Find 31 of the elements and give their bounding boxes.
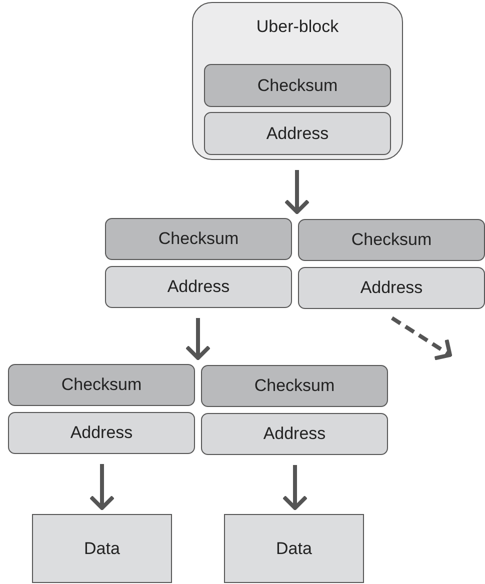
field-label: Data (84, 538, 120, 558)
address-field (204, 112, 391, 155)
dashed-arrow (390, 316, 452, 360)
field-label: Address (266, 124, 329, 144)
uber-block-box (192, 2, 403, 160)
field-label: Data (276, 538, 312, 558)
field-label: Checksum (257, 76, 338, 96)
arrow (284, 170, 310, 214)
block-title: Uber-block (255, 17, 340, 37)
field-label: Address (263, 424, 326, 444)
checksum-field (201, 365, 388, 407)
data-block (224, 514, 364, 583)
field-label: Checksum (351, 230, 432, 250)
field-label: Checksum (61, 375, 142, 395)
arrow (89, 464, 115, 510)
address-field (105, 266, 292, 308)
field-label: Address (70, 423, 133, 443)
arrow (282, 465, 308, 510)
checksum-field (105, 218, 292, 260)
address-field (8, 412, 195, 454)
address-field (298, 267, 485, 309)
field-label: Checksum (254, 376, 335, 396)
field-label: Address (360, 278, 423, 298)
arrow (185, 318, 211, 360)
field-label: Checksum (158, 229, 239, 249)
checksum-field (298, 219, 485, 261)
checksum-field (204, 64, 391, 107)
data-block (32, 514, 172, 583)
address-field (201, 413, 388, 455)
field-label: Address (167, 277, 230, 297)
checksum-field (8, 364, 195, 406)
